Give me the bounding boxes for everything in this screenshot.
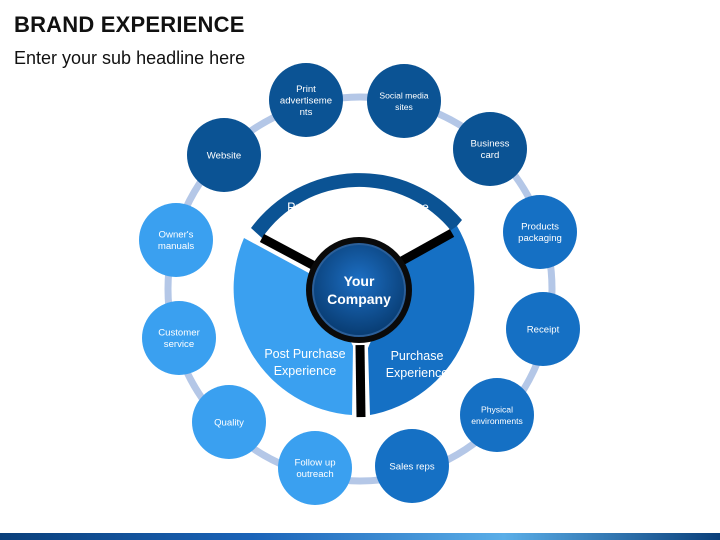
page-subtitle: Enter your sub headline here [14,48,246,68]
stage-label-pre: Pre Purchase Experience [287,200,429,214]
touchpoint-circle [503,195,577,269]
footer-bar [0,533,720,540]
connector-ring-line [164,93,556,485]
touchpoint-sales-reps: Sales reps [375,429,449,503]
touchpoint-quality: Quality [192,385,266,459]
touchpoint-label: Website [207,150,241,161]
touchpoint-circle [278,431,352,505]
center-hub-fill [312,243,406,337]
touchpoint-website: Website [187,118,261,192]
touchpoint-circle [139,203,213,277]
touchpoint-label: Quality [214,417,244,428]
stage-divider [355,344,366,418]
touchpoint-circle [460,378,534,452]
stage-segment-post [233,238,353,415]
touchpoint-label: Sales reps [389,461,435,472]
touchpoint-circle [269,63,343,137]
stage-divider [397,229,455,266]
touchpoint-circle [187,118,261,192]
touchpoint-circle [453,112,527,186]
touchpoint-circle [367,64,441,138]
touchpoint-circle [375,429,449,503]
connector-ring [164,93,556,485]
stage-segment-purchase [368,226,475,415]
stage-dividers [259,229,455,418]
touchpoint-circle [506,292,580,366]
touchpoint-label: Receipt [527,324,560,335]
stage-segment-pre [251,173,462,238]
touchpoint-receipt: Receipt [506,292,580,366]
stage-divider [259,234,325,274]
page-title: BRAND EXPERIENCE [14,12,245,37]
touchpoint-circle [192,385,266,459]
touchpoint-circle [142,301,216,375]
